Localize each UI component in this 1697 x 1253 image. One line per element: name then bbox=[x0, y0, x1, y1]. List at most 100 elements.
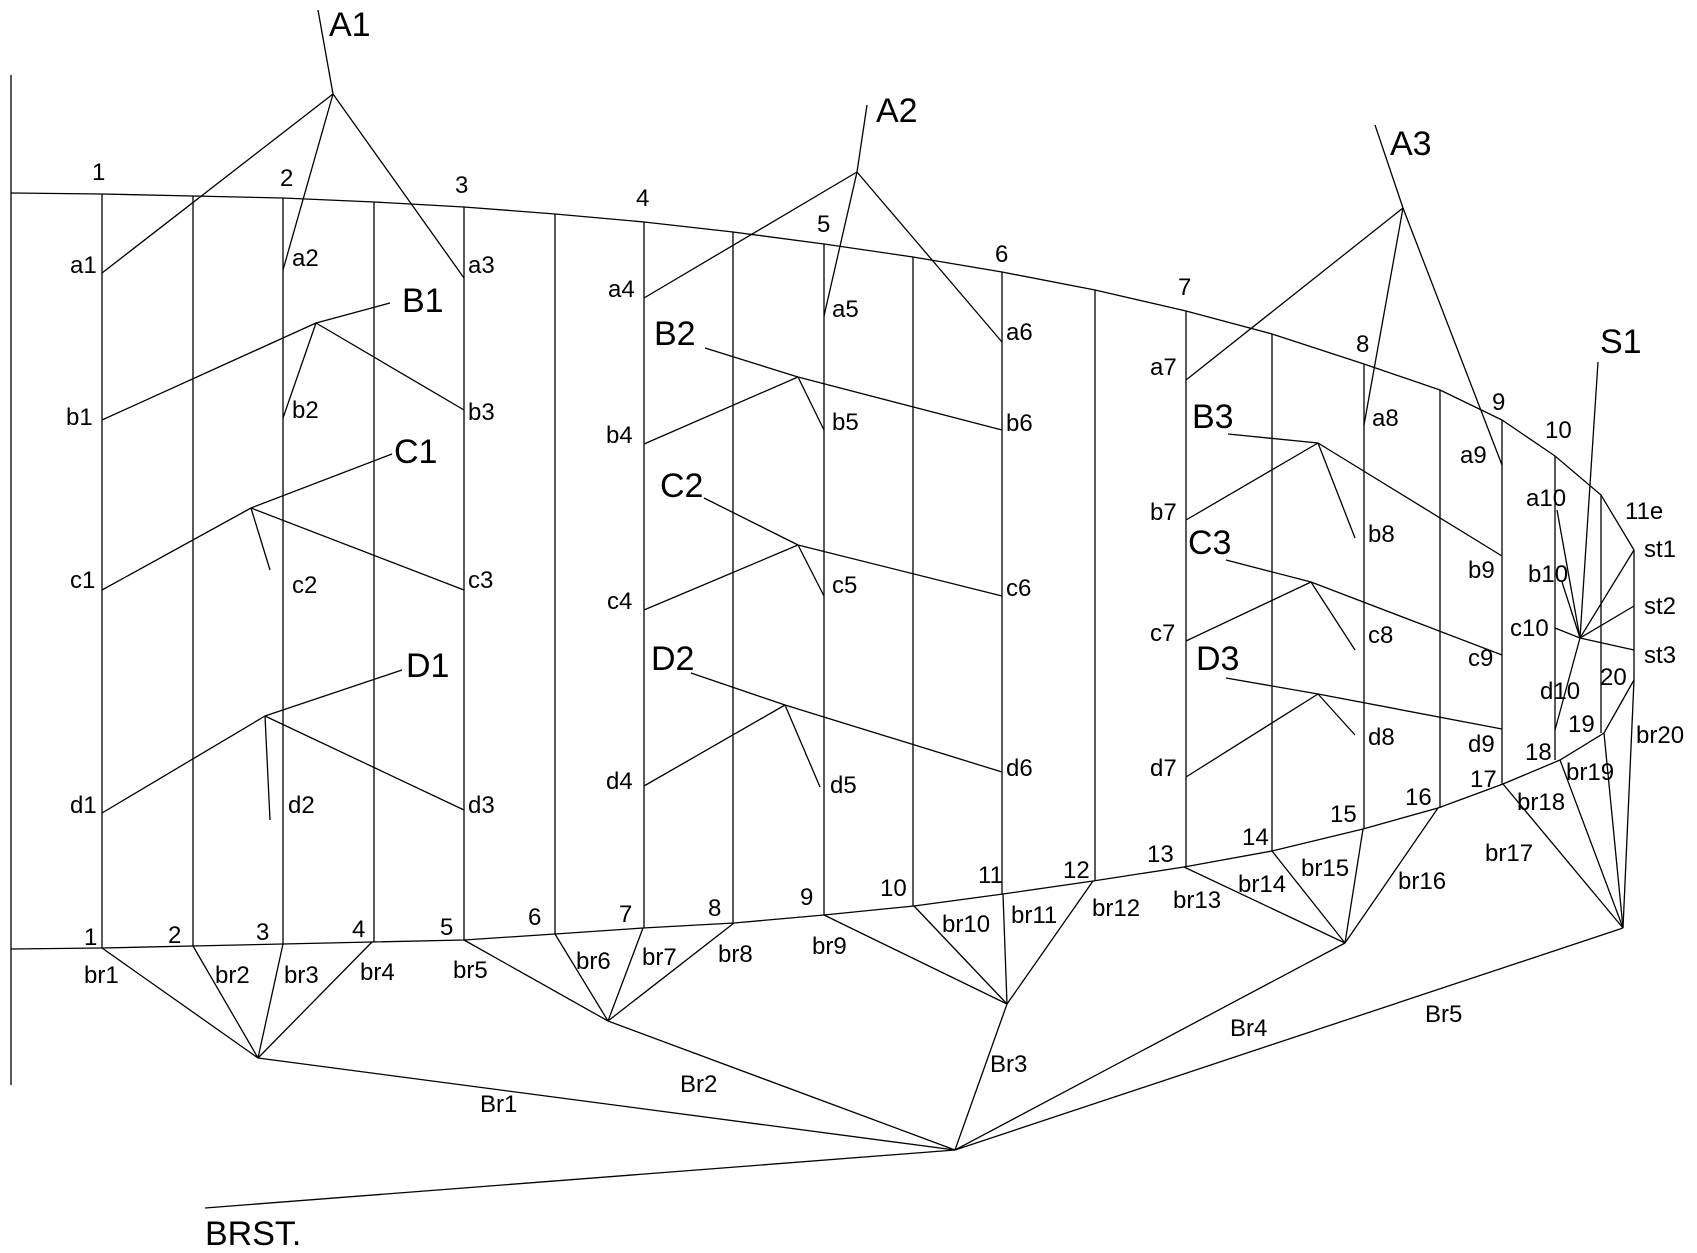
top-edge-curve bbox=[10, 192, 1635, 551]
label-b3: b3 bbox=[468, 399, 495, 426]
diagram-lines bbox=[10, 9, 1635, 1209]
label-br17: br17 bbox=[1485, 840, 1533, 867]
group-label-S1: S1 bbox=[1600, 323, 1642, 361]
label-b2: b2 bbox=[292, 397, 319, 424]
label-br1: br1 bbox=[84, 962, 119, 989]
label-br15: br15 bbox=[1301, 855, 1349, 882]
group-label-A3: A3 bbox=[1390, 125, 1432, 163]
bottom-number-3: 3 bbox=[256, 919, 269, 946]
top-number-8: 8 bbox=[1356, 331, 1369, 358]
top-number-7: 7 bbox=[1178, 274, 1191, 301]
label-c5: c5 bbox=[832, 572, 857, 599]
label-a6: a6 bbox=[1006, 319, 1033, 346]
top-number-9: 9 bbox=[1492, 389, 1505, 416]
label-b4: b4 bbox=[606, 422, 633, 449]
bottom-number-15: 15 bbox=[1330, 801, 1357, 828]
row-c-labels: c1 c2 c3 c4 c5 c6 c7 c8 c9 c10 bbox=[70, 567, 1549, 672]
bottom-number-2: 2 bbox=[168, 922, 181, 949]
bottom-number-5: 5 bbox=[440, 914, 453, 941]
group-c-lines bbox=[101, 453, 1503, 656]
label-br3: br3 bbox=[284, 962, 319, 989]
label-d5: d5 bbox=[830, 772, 857, 799]
group-label-D2: D2 bbox=[651, 640, 694, 678]
group-s-lines bbox=[1554, 361, 1635, 731]
top-number-4: 4 bbox=[636, 185, 649, 212]
top-number-11e: 11e bbox=[1625, 498, 1663, 525]
bridle-labels: br1 br2 br3 br4 br5 br6 br7 br8 br9 br10… bbox=[84, 722, 1684, 989]
main-bridle-lines bbox=[204, 927, 1624, 1209]
label-c6: c6 bbox=[1006, 575, 1031, 602]
label-d6: d6 bbox=[1006, 755, 1033, 782]
row-d-labels: d1 d2 d3 d4 d5 d6 d7 d8 d9 d10 bbox=[70, 678, 1580, 819]
label-st2: st2 bbox=[1644, 593, 1676, 620]
group-labels: A1 A2 A3 B1 B2 B3 C1 C2 C3 D1 D2 D3 S1 bbox=[329, 6, 1642, 685]
label-a2: a2 bbox=[292, 245, 319, 272]
label-Br5: Br5 bbox=[1425, 1001, 1462, 1028]
label-d1: d1 bbox=[70, 792, 97, 819]
label-c4: c4 bbox=[607, 588, 632, 615]
label-a7: a7 bbox=[1150, 354, 1177, 381]
top-number-labels: 1 2 3 4 5 6 7 8 9 10 11e bbox=[92, 159, 1663, 525]
bottom-number-11: 11 bbox=[978, 862, 1003, 889]
top-number-2: 2 bbox=[280, 165, 293, 192]
bottom-number-9: 9 bbox=[800, 884, 813, 911]
label-br20: br20 bbox=[1636, 722, 1684, 749]
bridle-group-labels: Br1 Br2 Br3 Br4 Br5 bbox=[480, 1001, 1462, 1118]
label-d4: d4 bbox=[606, 768, 633, 795]
label-b10: b10 bbox=[1528, 561, 1568, 588]
top-number-5: 5 bbox=[817, 211, 830, 238]
label-Br1: Br1 bbox=[480, 1091, 517, 1118]
group-a-lines bbox=[101, 9, 1503, 466]
label-br12: br12 bbox=[1092, 895, 1140, 922]
group-label-A1: A1 bbox=[329, 6, 371, 44]
label-d9: d9 bbox=[1468, 731, 1495, 758]
stern-labels: st1 st2 st3 bbox=[1644, 536, 1676, 669]
group-label-B1: B1 bbox=[402, 282, 444, 320]
group-d-lines bbox=[101, 669, 1503, 821]
label-c7: c7 bbox=[1150, 620, 1175, 647]
label-c10: c10 bbox=[1510, 615, 1549, 642]
label-Br2: Br2 bbox=[680, 1071, 717, 1098]
label-br7: br7 bbox=[642, 944, 677, 971]
label-br2: br2 bbox=[215, 962, 250, 989]
bottom-number-14: 14 bbox=[1242, 824, 1269, 851]
label-b6: b6 bbox=[1006, 410, 1033, 437]
label-d2: d2 bbox=[288, 792, 315, 819]
bottom-number-13: 13 bbox=[1147, 841, 1174, 868]
label-br19: br19 bbox=[1566, 759, 1614, 786]
group-label-D3: D3 bbox=[1196, 640, 1239, 678]
label-c8: c8 bbox=[1368, 622, 1393, 649]
label-brst: BRST. bbox=[205, 1215, 301, 1248]
group-label-D1: D1 bbox=[406, 647, 449, 685]
row-a-labels: a1 a2 a3 a4 a5 a6 a7 a8 a9 a10 bbox=[70, 245, 1566, 512]
group-label-C2: C2 bbox=[660, 467, 703, 505]
bottom-number-18: 18 bbox=[1525, 739, 1552, 766]
bottom-number-1: 1 bbox=[84, 924, 97, 951]
row-b-labels: b1 b2 b3 b4 b5 b6 b7 b8 b9 b10 bbox=[66, 397, 1568, 588]
group-b-lines bbox=[101, 302, 1503, 557]
label-c3: c3 bbox=[468, 567, 493, 594]
label-br16: br16 bbox=[1398, 868, 1446, 895]
label-br18: br18 bbox=[1517, 789, 1565, 816]
label-b8: b8 bbox=[1368, 521, 1395, 548]
label-a1: a1 bbox=[70, 252, 97, 279]
label-a10: a10 bbox=[1526, 485, 1566, 512]
label-Br4: Br4 bbox=[1230, 1015, 1267, 1042]
label-d7: d7 bbox=[1150, 755, 1177, 782]
bottom-number-labels: 1 2 3 4 5 6 7 8 9 10 11 12 13 14 15 16 1… bbox=[84, 664, 1627, 951]
label-br13: br13 bbox=[1173, 887, 1221, 914]
label-d3: d3 bbox=[468, 792, 495, 819]
bottom-number-20: 20 bbox=[1600, 664, 1627, 691]
group-label-A2: A2 bbox=[876, 92, 918, 130]
label-c9: c9 bbox=[1468, 645, 1493, 672]
top-number-3: 3 bbox=[455, 172, 468, 199]
label-br10: br10 bbox=[942, 911, 990, 938]
label-br6: br6 bbox=[576, 948, 611, 975]
label-br5: br5 bbox=[453, 957, 488, 984]
label-b5: b5 bbox=[832, 409, 859, 436]
bottom-number-16: 16 bbox=[1405, 784, 1432, 811]
bottom-bridle-lines bbox=[101, 679, 1635, 1059]
label-br4: br4 bbox=[360, 959, 395, 986]
label-b9: b9 bbox=[1468, 557, 1495, 584]
